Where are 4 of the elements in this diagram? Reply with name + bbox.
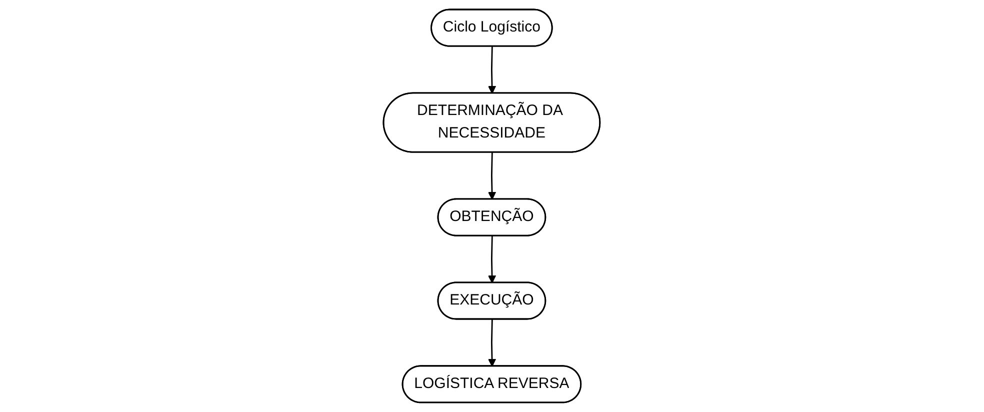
arrow (488, 236, 496, 284)
arrow (488, 46, 496, 94)
arrow (488, 152, 496, 200)
arrow (488, 319, 496, 367)
